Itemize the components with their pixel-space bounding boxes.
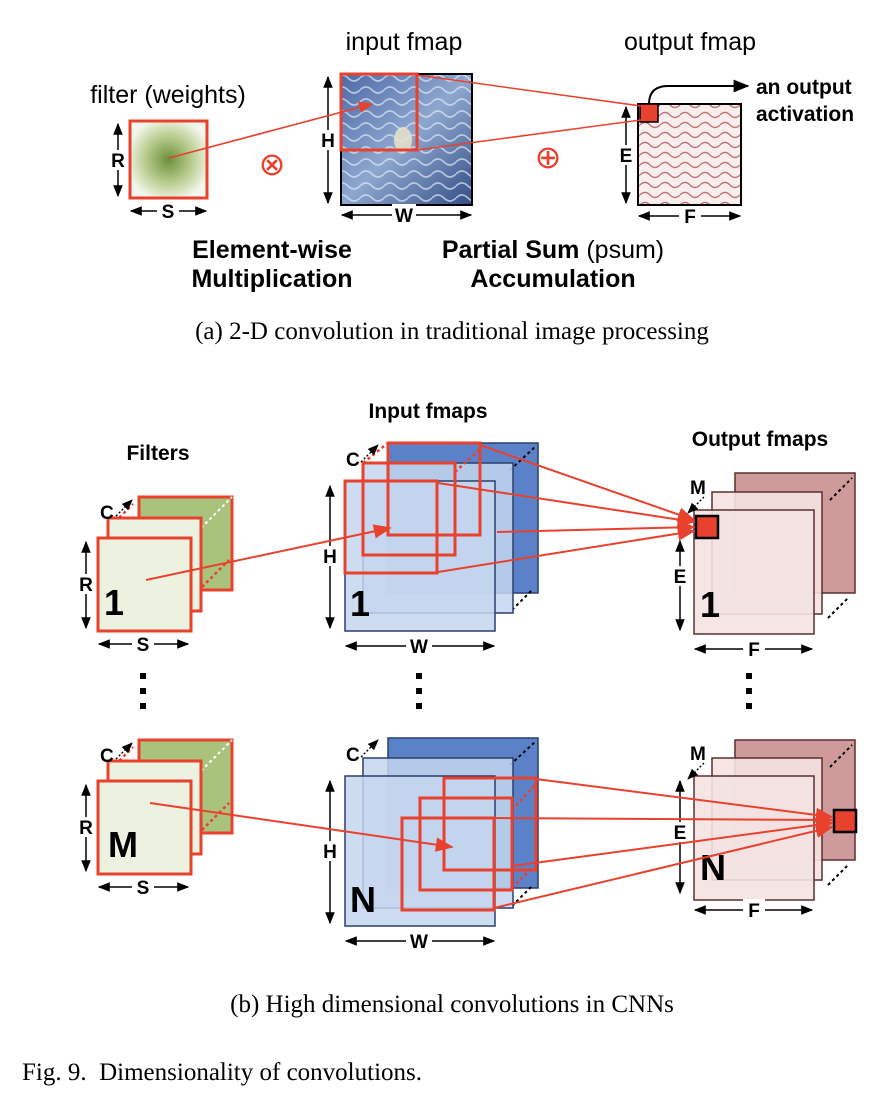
svg-text:S: S — [137, 878, 150, 899]
projection-line-bottom — [416, 119, 642, 151]
input-fmap-stack-1 — [343, 441, 539, 632]
caption-a: (a) 2-D convolution in traditional image… — [195, 318, 709, 345]
svg-text:C: C — [100, 503, 114, 524]
ellipsis-inputs — [416, 673, 422, 709]
input1-projection-4 — [437, 526, 696, 573]
elementwise-label-1: Element-wise — [192, 236, 352, 264]
input-fmap-image — [340, 73, 473, 206]
svg-text:F: F — [748, 640, 760, 661]
output-e-dimension: E — [616, 105, 636, 205]
add-operator-icon: ⊕ — [535, 139, 562, 175]
inputn-projection-2 — [493, 812, 834, 828]
svg-text:E: E — [674, 823, 687, 844]
input1-projection-2 — [437, 482, 696, 527]
output-1-m-dimension: M — [687, 478, 706, 514]
svg-text:W: W — [395, 206, 413, 227]
svg-text:H: H — [323, 842, 337, 863]
output-activation-highlight — [639, 103, 659, 123]
output-fmap-stack-1 — [693, 472, 856, 635]
input-n-h-dimension: H — [320, 779, 340, 925]
output-fmap-image — [637, 103, 742, 206]
svg-text:W: W — [410, 932, 428, 953]
filter-1-r-dimension: R — [76, 540, 96, 630]
input-w-dimension: W — [340, 204, 473, 227]
ellipsis-filters — [140, 673, 146, 709]
output-1-f-dimension: F — [693, 638, 814, 661]
part-a-2d-convolution: input fmap output fmap filter (weights) … — [90, 28, 854, 345]
svg-text:R: R — [79, 818, 93, 839]
svg-text:E: E — [674, 567, 687, 588]
filter-stack-1 — [96, 495, 234, 633]
output-n-m-dimension: M — [687, 744, 706, 780]
figure-caption: Fig. 9. Dimensionality of convolutions. — [22, 1059, 422, 1086]
filter-square — [128, 119, 209, 200]
svg-text:S: S — [162, 202, 175, 223]
output-index-1: 1 — [700, 584, 720, 625]
input-1-c-dimension: C — [346, 444, 379, 471]
inputn-projection-4 — [493, 823, 834, 909]
svg-text:H: H — [321, 131, 335, 152]
elementwise-label-2: Multiplication — [191, 265, 352, 293]
input-index-n: N — [350, 879, 376, 920]
output-n-f-dimension: F — [693, 899, 814, 922]
svg-text:S: S — [137, 635, 150, 656]
svg-text:M: M — [690, 478, 706, 499]
filter1-to-input1-arrow — [145, 524, 392, 581]
svg-text:C: C — [100, 746, 114, 767]
inputn-projection-3 — [511, 818, 834, 867]
input-fmap-stack-n — [344, 737, 539, 927]
filter-1-c-dimension: C — [100, 499, 133, 524]
filter-m-c-dimension: C — [100, 742, 133, 767]
filter-1-s-dimension: S — [97, 633, 190, 656]
input-fmap-title: input fmap — [346, 28, 463, 56]
filterm-to-inputn-arrow — [149, 802, 454, 852]
svg-text:F: F — [684, 207, 696, 228]
filter-m-s-dimension: S — [97, 876, 190, 899]
projection-line-top — [416, 74, 642, 107]
svg-text:C: C — [346, 450, 360, 471]
accumulation-label: Accumulation — [470, 265, 635, 293]
svg-text:E: E — [620, 146, 633, 167]
svg-text:F: F — [748, 901, 760, 922]
filter-index-m: M — [108, 824, 138, 865]
psum-label: Partial Sum (psum) — [442, 236, 664, 264]
filters-title: Filters — [126, 442, 189, 465]
svg-text:W: W — [410, 637, 428, 658]
svg-text:C: C — [346, 745, 360, 766]
input-1-w-dimension: W — [344, 635, 496, 658]
output-fmap-title: output fmap — [624, 28, 756, 56]
input1-projection-3 — [496, 520, 696, 535]
input-h-dimension: H — [318, 75, 338, 205]
filter-s-dimension: S — [129, 200, 208, 223]
caption-b: (b) High dimensional convolutions in CNN… — [230, 991, 674, 1018]
filter-stack-m — [96, 738, 234, 876]
output-fmaps-title: Output fmaps — [692, 428, 829, 451]
input-fmaps-title: Input fmaps — [369, 400, 488, 423]
output-activation-label-1: an output — [756, 76, 852, 99]
input-1-h-dimension: H — [320, 484, 340, 630]
output-1-e-dimension: E — [670, 539, 690, 632]
svg-text:R: R — [79, 575, 93, 596]
filter-m-r-dimension: R — [76, 783, 96, 873]
input1-projection-1 — [479, 444, 696, 522]
svg-text:H: H — [323, 547, 337, 568]
filter-r-dimension: R — [108, 122, 128, 198]
svg-text:R: R — [111, 151, 125, 172]
ellipsis-outputs — [746, 673, 752, 709]
input-index-1: 1 — [350, 583, 370, 624]
svg-text:M: M — [690, 744, 706, 765]
output-activation-label-2: activation — [756, 103, 854, 126]
output-f-dimension: F — [637, 206, 742, 228]
output-activation-arrow — [648, 79, 750, 105]
input-n-c-dimension: C — [346, 739, 379, 766]
filter-to-input-arrow — [168, 101, 374, 159]
multiply-operator-icon: ⊗ — [259, 146, 286, 182]
output-n-e-dimension: E — [670, 779, 690, 895]
part-b-cnn-convolution: Input fmaps Filters Output fmaps 1 C R S — [76, 400, 858, 1018]
filter-weights-title: filter (weights) — [90, 81, 246, 109]
inputn-projection-1 — [535, 778, 834, 823]
filter-index-1: 1 — [104, 582, 124, 623]
input-n-w-dimension: W — [344, 930, 496, 953]
